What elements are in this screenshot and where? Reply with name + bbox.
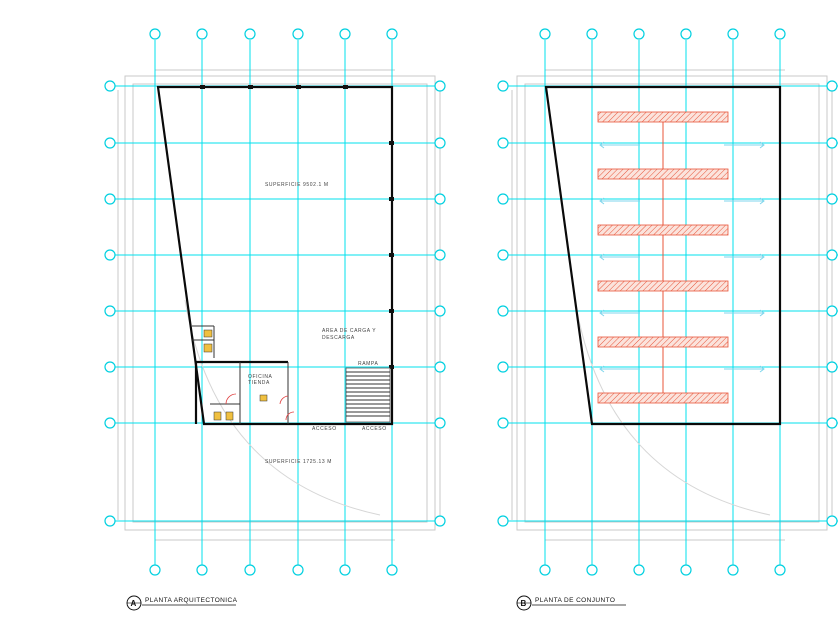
plan-b-rack [597, 224, 729, 236]
plan-a-columns [200, 85, 394, 369]
plan-a-surface-bottom-label: SUPERFICIE 1725.13 M [265, 459, 332, 465]
plan-a-surface-top-label: SUPERFICIE 9502.1 M [265, 182, 329, 188]
plan-b-rack [597, 336, 729, 348]
plan-a-grid-horizontal [105, 85, 445, 522]
plan-a-access-label-2: ACCESO [362, 426, 387, 432]
plan-a-dimension-frame [117, 69, 441, 541]
plan-b: B PLANTA DE CONJUNTO [497, 28, 838, 611]
plan-a: SUPERFICIE 9502.1 M SUPERFICIE 1725.13 M… [104, 28, 446, 611]
plan-a-grid-bubbles [104, 28, 446, 576]
plan-a-ramp-label: RAMPA [358, 361, 378, 367]
plan-a-lot-curve [184, 299, 381, 516]
plan-b-dimension-frame [511, 69, 833, 541]
plan-a-area-label-1: AREA DE CARGA Y [322, 328, 376, 334]
plan-b-lot-curve [574, 299, 771, 516]
plan-a-office-block [192, 325, 295, 424]
plan-a-building-outline [156, 85, 394, 426]
plan-b-rack [597, 280, 729, 292]
plan-a-marker: A [131, 599, 137, 608]
plan-a-access-label-1: ACCESO [312, 426, 337, 432]
plan-a-grid-vertical [154, 40, 393, 565]
plan-b-circulation-arrows [599, 141, 765, 373]
plan-b-rack [597, 392, 729, 404]
plan-b-rack [597, 168, 729, 180]
plan-b-title-block: B PLANTA DE CONJUNTO [516, 595, 626, 611]
plan-b-rack [597, 111, 729, 123]
plan-b-building-outline [544, 85, 782, 426]
plan-b-grid-bubbles [497, 28, 838, 576]
plan-a-ramp [345, 367, 391, 423]
plan-a-title: PLANTA ARQUITECTONICA [145, 597, 238, 604]
plan-a-title-block: A PLANTA ARQUITECTONICA [126, 595, 238, 611]
plan-b-title: PLANTA DE CONJUNTO [535, 597, 615, 604]
plan-a-area-label-2: DESCARGA [322, 335, 355, 341]
plan-b-grid-horizontal [498, 85, 838, 522]
plan-b-racks [597, 111, 729, 404]
plan-a-office-label-1: OFICINA [248, 374, 273, 380]
plan-a-office-label-2: TIENDA [248, 380, 270, 386]
plan-b-marker: B [521, 599, 527, 608]
